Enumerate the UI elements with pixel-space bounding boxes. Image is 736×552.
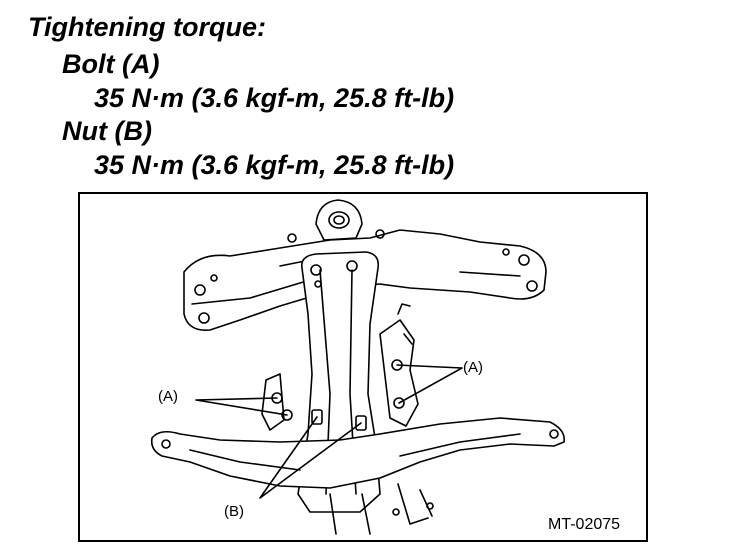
- callout-b: (B): [224, 503, 244, 520]
- torque-title: Tightening torque:: [28, 12, 266, 42]
- top-mount: [315, 199, 363, 241]
- figure-code: MT-02075: [548, 516, 621, 533]
- crossmember-illustration: (A) (A) (B) MT-02075: [78, 192, 648, 542]
- callout-a-right: (A): [463, 359, 483, 376]
- leader-a-right: [396, 364, 463, 404]
- callout-a-left: (A): [158, 388, 178, 405]
- nut-label: Nut (B): [62, 116, 152, 146]
- bolt-label: Bolt (A): [62, 49, 160, 79]
- nut-torque-value: 35 N·m (3.6 kgf-m, 25.8 ft-lb): [94, 150, 455, 180]
- crossmember-drawing: [150, 199, 566, 535]
- lower-crossmember: [150, 417, 566, 489]
- leader-a-left: [195, 397, 288, 416]
- right-bracket: [379, 319, 419, 427]
- leader-b: [259, 416, 362, 499]
- bolt-torque-value: 35 N·m (3.6 kgf-m, 25.8 ft-lb): [94, 83, 455, 113]
